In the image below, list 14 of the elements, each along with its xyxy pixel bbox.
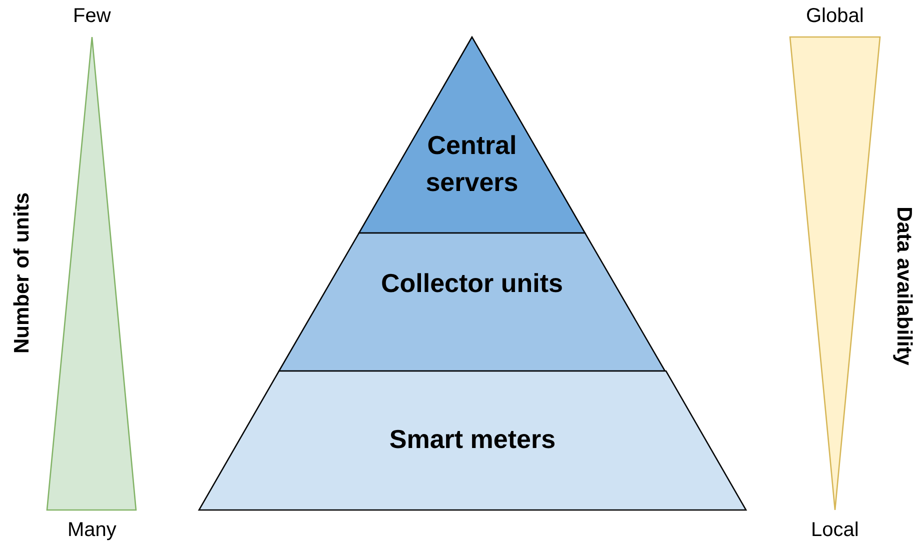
scale-end-label: Many — [68, 518, 116, 542]
pyramid-tier — [199, 371, 746, 510]
tier-label: Collector units — [380, 267, 564, 300]
tier-label: Central servers — [424, 129, 520, 199]
axis-title: Number of units — [10, 192, 34, 354]
scale-end-label: Few — [73, 4, 111, 28]
scale-triangle — [47, 37, 136, 510]
scale-end-label: Global — [806, 4, 864, 28]
pyramid-tier — [359, 37, 585, 233]
scale-triangle — [790, 37, 880, 510]
axis-title: Data availability — [890, 206, 915, 366]
scale-end-label: Local — [811, 518, 859, 542]
tier-label: Smart meters — [388, 423, 557, 456]
pyramid-tier — [279, 233, 665, 371]
